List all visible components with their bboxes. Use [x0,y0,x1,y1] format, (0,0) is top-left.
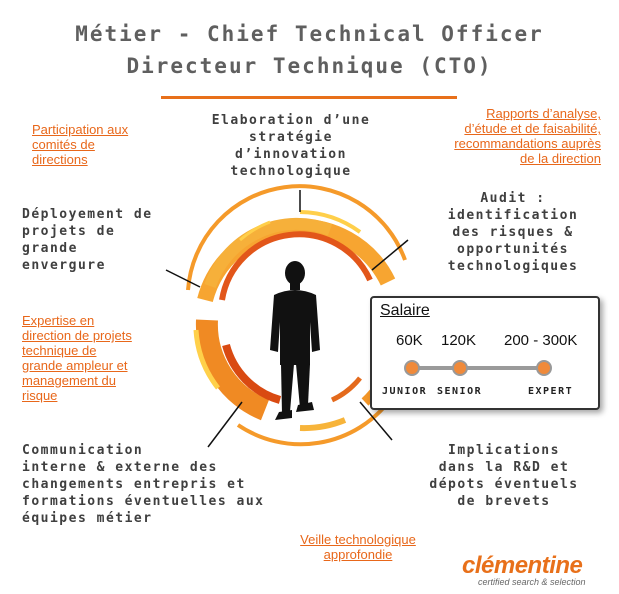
salary-junior-amount: 60K [396,332,423,349]
page-subtitle: Directeur Technique (CTO) [126,54,493,78]
salary-panel: Salaire 60K 120K 200 - 300K JUNIOR SENIO… [370,296,600,410]
label-deploiement: Déployement de projets de grande envergu… [22,207,153,273]
page-title: Métier - Chief Technical Officer [75,22,544,46]
salary-scale [404,360,552,376]
senior-marker-icon [452,360,468,376]
note-veille: Veille technologique approfondie [300,532,416,562]
title-divider [161,96,457,99]
connector-lines [165,190,409,448]
label-implications: Implications dans la R&D et dépots évent… [429,443,579,509]
label-audit: Audit : identification des risques & opp… [447,191,579,274]
logo-tagline: certified search & selection [478,577,586,587]
salary-expert-level: EXPERT [528,386,574,397]
label-elaboration: Elaboration d’une stratégie d’innovation… [211,113,371,179]
salary-junior-level: JUNIOR [382,386,428,397]
note-rapports: Rapports d’analyse, d’étude et de faisab… [454,106,601,166]
orange-ring [186,184,407,447]
note-expertise: Expertise en direction de projets techni… [22,313,132,403]
label-communication: Communication interne & externe des chan… [22,443,265,526]
salary-title: Salaire [380,302,430,319]
salary-senior-amount: 120K [441,332,477,349]
clementine-logo: clémentine [462,552,583,579]
junior-marker-icon [404,360,420,376]
salary-senior-level: SENIOR [437,386,483,397]
businessman-silhouette-icon [270,261,320,420]
expert-marker-icon [536,360,552,376]
salary-expert-amount: 200 - 300K [504,332,578,349]
note-participation: Participation aux comités de directions [32,122,129,167]
